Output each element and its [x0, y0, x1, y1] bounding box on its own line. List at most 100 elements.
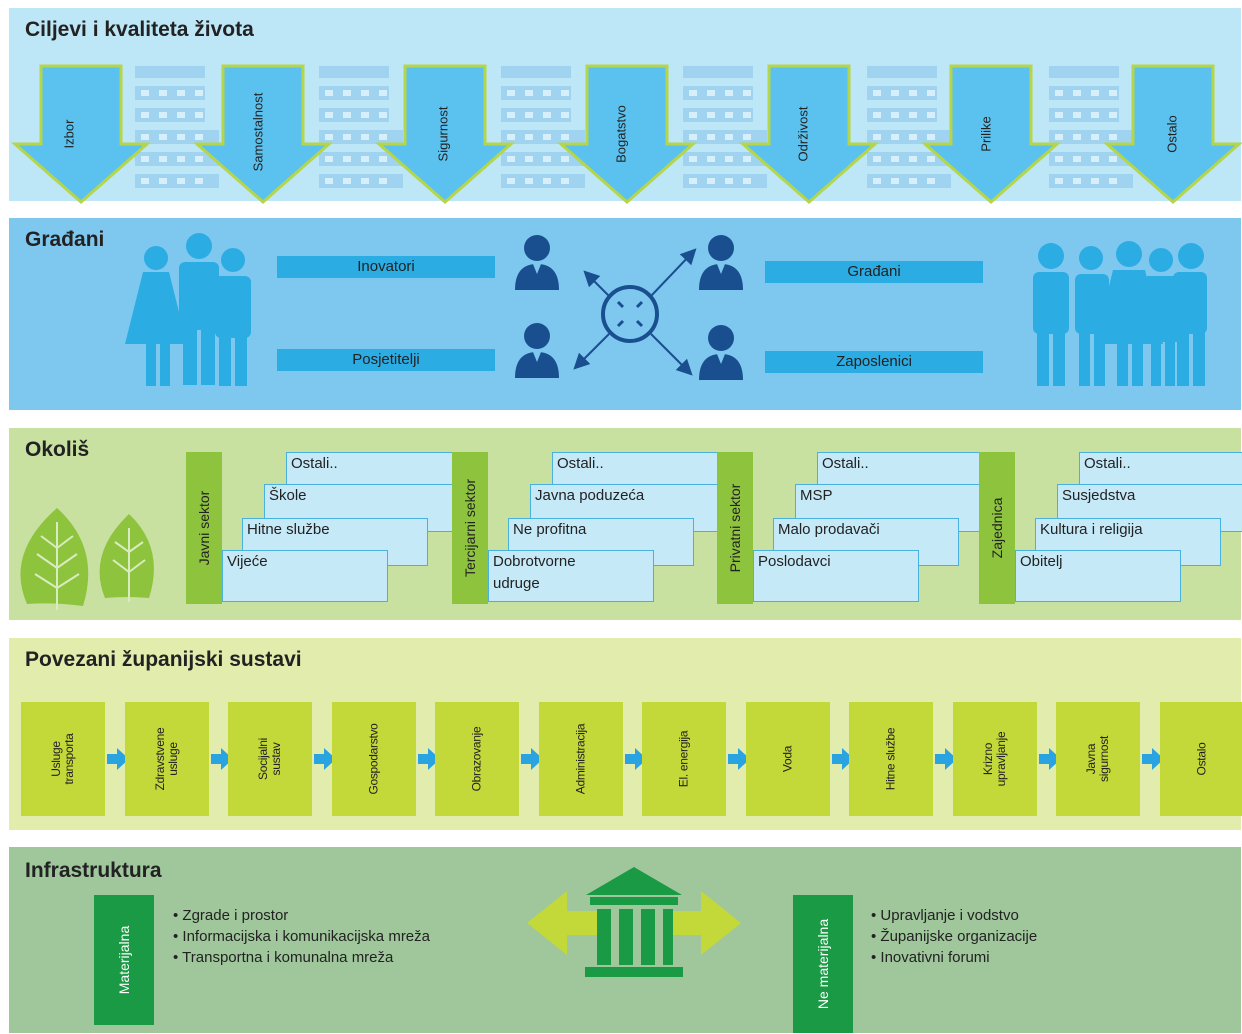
- material-list: Zgrade i prostor Informacijska i komunik…: [173, 905, 430, 968]
- system-label: Voda: [780, 745, 794, 773]
- immaterial-label-box: Ne materijalna: [793, 895, 853, 1033]
- sector-label: Tercijarni sektor: [462, 478, 478, 578]
- goal-label: Samostalnost: [250, 92, 266, 172]
- chevron-right-icon: [1142, 748, 1164, 770]
- people-group-left-icon: [125, 233, 251, 386]
- goals-section: Ciljevi i kvaliteta života Izbor Samostal…: [9, 8, 1242, 204]
- material-item: Transportna i komunalna mreža: [173, 947, 430, 968]
- building-icon: [319, 66, 403, 188]
- material-label-box: Materijalna: [94, 895, 154, 1025]
- chevron-right-icon: [210, 748, 233, 770]
- system-box: Gospodarstvo: [331, 702, 416, 816]
- system-label: Socijalni sustav: [256, 738, 283, 780]
- systems-section: Povezani županijski sustavi Usluge trans…: [9, 638, 1242, 830]
- chevron-right-icon: [521, 748, 543, 770]
- sector-label: Javni sektor: [196, 490, 212, 566]
- system-label: Obrazovanje: [469, 726, 484, 792]
- chevron-right-icon: [728, 748, 750, 770]
- goal-arrow: [921, 64, 1061, 204]
- goal-arrow: [11, 64, 151, 204]
- goals-title: Ciljevi i kvaliteta života: [25, 18, 254, 41]
- goal-arrow: [1103, 64, 1242, 204]
- bar-employees: Zaposlenici: [765, 351, 983, 373]
- goal-label: Ostalo: [1164, 115, 1180, 153]
- building-icon: [683, 66, 767, 188]
- goal-label: Izbor: [61, 119, 77, 149]
- system-box: Zdravstvene usluge: [124, 702, 209, 816]
- system-label: Javna sigurnost: [1084, 736, 1111, 782]
- sector-bar: Zajednica: [979, 452, 1015, 604]
- system-box: El. energija: [642, 702, 726, 816]
- material-item: Informacijska i komunikacijska mreža: [173, 926, 430, 947]
- sector-card: Obitelj: [1015, 550, 1181, 602]
- sector-card: Dobrotvorne udruge: [488, 550, 654, 602]
- goal-label: Bogatstvo: [613, 105, 629, 163]
- system-label: Hitne službe: [883, 727, 898, 791]
- chevron-right-icon: [107, 748, 129, 770]
- material-item: Zgrade i prostor: [173, 905, 430, 926]
- bar-innovators: Inovatori: [277, 256, 495, 278]
- leaf-icon: [20, 508, 154, 610]
- chevron-right-icon: [314, 748, 336, 770]
- system-box: Obrazovanje: [435, 702, 519, 816]
- system-box: Administracija: [538, 702, 623, 816]
- system-label: Gospodarstvo: [366, 723, 380, 795]
- system-box: Socijalni sustav: [228, 702, 312, 816]
- immaterial-label: Ne materijalna: [815, 918, 831, 1010]
- system-label: Krizno upravljanje: [980, 731, 1008, 787]
- goal-arrow: [557, 64, 697, 204]
- goal-arrow: [193, 64, 333, 204]
- bar-visitors: Posjetitelji: [277, 349, 495, 371]
- goal-label: Održivost: [795, 106, 811, 162]
- building-icon: [867, 66, 951, 188]
- system-box: Krizno upravljanje: [952, 702, 1037, 816]
- sector-label: Privatni sektor: [727, 483, 743, 573]
- system-box: Voda: [745, 702, 830, 816]
- people-group-right-icon: [1033, 241, 1207, 386]
- chevron-right-icon: [831, 748, 854, 770]
- system-label: Usluge transporta: [49, 733, 76, 785]
- material-label: Materijalna: [116, 925, 132, 995]
- network-hub-icon: [515, 235, 743, 380]
- system-box: Ostalo: [1159, 702, 1242, 816]
- immaterial-item: Upravljanje i vodstvo: [871, 905, 1037, 926]
- system-label: Ostalo: [1194, 742, 1208, 776]
- system-box: Javna sigurnost: [1056, 702, 1140, 816]
- sector-card: Vijeće: [222, 550, 388, 602]
- environment-title: Okoliš: [25, 438, 90, 461]
- sector-bar: Privatni sektor: [717, 452, 753, 604]
- chevron-right-icon: [417, 748, 440, 770]
- building-icon: [1049, 66, 1133, 188]
- goal-label: Sigurnost: [435, 106, 451, 162]
- bank-icon: [527, 867, 741, 977]
- sector-card: Poslodavci: [753, 550, 919, 602]
- goal-label: Prilike: [978, 116, 994, 152]
- systems-title: Povezani županijski sustavi: [25, 648, 302, 671]
- goal-arrow: [375, 64, 515, 204]
- system-label: Zdravstvene usluge: [152, 727, 180, 791]
- building-icon: [135, 66, 219, 188]
- citizens-section: Građani: [9, 218, 1241, 410]
- system-box: Hitne službe: [849, 702, 933, 816]
- system-box: Usluge transporta: [21, 702, 105, 816]
- building-icon: [501, 66, 585, 188]
- system-label: Administracija: [573, 723, 587, 795]
- immaterial-list: Upravljanje i vodstvo Županijske organiz…: [871, 905, 1037, 968]
- chevron-right-icon: [1038, 748, 1061, 770]
- chevron-right-icon: [624, 748, 647, 770]
- circle-cross-icon: [601, 285, 659, 343]
- goal-arrow: [739, 64, 879, 204]
- immaterial-item: Inovativni forumi: [871, 947, 1037, 968]
- chevron-right-icon: [935, 748, 957, 770]
- immaterial-item: Županijske organizacije: [871, 926, 1037, 947]
- infrastructure-section: Infrastruktura Materijalna Zgrade i pros…: [9, 847, 1241, 1033]
- infrastructure-title: Infrastruktura: [25, 859, 162, 882]
- bar-citizens: Građani: [765, 261, 983, 283]
- system-label: El. energija: [676, 730, 691, 788]
- sector-label: Zajednica: [989, 497, 1005, 559]
- sector-bar: Tercijarni sektor: [452, 452, 488, 604]
- double-arrow-icon: [527, 891, 597, 955]
- citizens-title: Građani: [25, 228, 105, 251]
- sector-bar: Javni sektor: [186, 452, 222, 604]
